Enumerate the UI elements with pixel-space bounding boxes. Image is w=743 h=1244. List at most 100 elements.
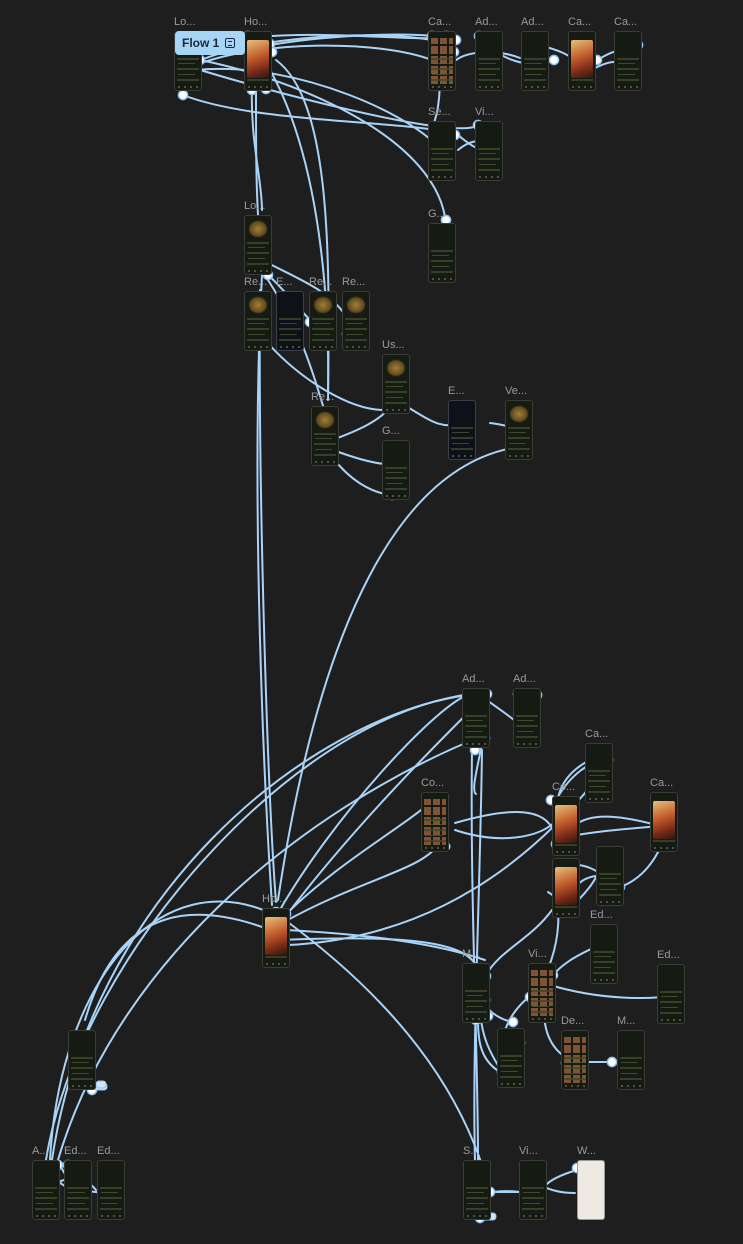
frame-label[interactable]: Ve...	[505, 385, 528, 397]
frame-label[interactable]: Vi...	[475, 106, 494, 118]
frame-label[interactable]: Re...	[342, 276, 366, 288]
frame-label[interactable]: Vi...	[528, 948, 547, 960]
frame-label[interactable]: Vi...	[519, 1145, 538, 1157]
connector-line[interactable]	[195, 44, 433, 66]
connector-line[interactable]	[182, 94, 456, 136]
connector-line[interactable]	[250, 84, 263, 211]
connector-line[interactable]	[199, 59, 447, 226]
frame-label[interactable]: Ca...	[568, 16, 592, 28]
frame-label[interactable]: Ad...	[513, 673, 536, 685]
frame-thumbnail[interactable]	[561, 1030, 589, 1090]
frame-label[interactable]: Ed...	[97, 1145, 120, 1157]
frame-thumbnail[interactable]	[505, 400, 533, 460]
frame-thumbnail[interactable]	[590, 924, 618, 984]
frame-label[interactable]: Lo...	[174, 16, 196, 28]
frame-label[interactable]: Ca...	[428, 16, 452, 28]
frame-label[interactable]: S...	[463, 1145, 480, 1157]
frame-thumbnail[interactable]	[342, 291, 370, 351]
frame-label[interactable]: Ho...	[244, 16, 268, 28]
frame-thumbnail[interactable]	[448, 400, 476, 460]
connector-line[interactable]	[454, 811, 553, 829]
frame-label[interactable]: Ad...	[521, 16, 544, 28]
frame-label[interactable]: Re...	[309, 276, 333, 288]
connector-line[interactable]	[283, 845, 438, 923]
frame-thumbnail[interactable]	[462, 963, 490, 1023]
connector-line[interactable]	[279, 799, 434, 921]
frame-thumbnail[interactable]	[617, 1030, 645, 1090]
flow-starting-point[interactable]: Flow 1	[175, 31, 245, 55]
connector-handle[interactable]	[177, 89, 189, 101]
frame-thumbnail[interactable]	[428, 121, 456, 181]
connector-line[interactable]	[485, 909, 553, 976]
connector-handle[interactable]	[606, 1056, 618, 1068]
frame-thumbnail[interactable]	[64, 1160, 92, 1220]
frame-thumbnail[interactable]	[428, 223, 456, 283]
frame-thumbnail[interactable]	[552, 858, 580, 918]
frame-thumbnail[interactable]	[309, 291, 337, 351]
frame-label[interactable]: Ad...	[462, 673, 485, 685]
frame-label[interactable]: Ca...	[614, 16, 638, 28]
frame-thumbnail[interactable]	[428, 31, 456, 91]
connector-line[interactable]	[49, 900, 276, 1161]
frame-label[interactable]: M...	[462, 948, 481, 960]
frame-label[interactable]: E...	[448, 385, 465, 397]
frame-thumbnail[interactable]	[650, 792, 678, 852]
frame-thumbnail[interactable]	[497, 1028, 525, 1088]
frame-label[interactable]: G...	[382, 425, 400, 437]
connector-line[interactable]	[261, 259, 348, 319]
connector-line[interactable]	[195, 67, 441, 151]
frame-thumbnail[interactable]	[244, 215, 272, 275]
frame-thumbnail[interactable]	[421, 792, 449, 852]
connector-line[interactable]	[276, 693, 472, 916]
frame-thumbnail[interactable]	[657, 964, 685, 1024]
frame-thumbnail[interactable]	[311, 406, 339, 466]
frame-thumbnail[interactable]	[463, 1160, 491, 1220]
frame-thumbnail[interactable]	[262, 908, 290, 968]
frame-thumbnail[interactable]	[513, 688, 541, 748]
connector-handle[interactable]	[507, 1016, 519, 1028]
frame-thumbnail[interactable]	[614, 31, 642, 91]
connector-line[interactable]	[84, 913, 284, 1021]
frame-label[interactable]: Lo...	[244, 200, 266, 212]
frame-label[interactable]: Ed...	[657, 949, 680, 961]
frame-thumbnail[interactable]	[577, 1160, 605, 1220]
frame-label[interactable]: G...	[428, 208, 446, 220]
connector-line[interactable]	[258, 289, 277, 903]
connector-line[interactable]	[264, 339, 385, 411]
frame-label[interactable]: Re...	[244, 276, 268, 288]
frame-thumbnail[interactable]	[462, 688, 490, 748]
frame-thumbnail[interactable]	[519, 1160, 547, 1220]
frame-thumbnail[interactable]	[276, 291, 304, 351]
frame-thumbnail[interactable]	[585, 743, 613, 803]
connector-line[interactable]	[256, 274, 273, 906]
frame-label[interactable]: Ca...	[650, 777, 674, 789]
frame-thumbnail[interactable]	[244, 291, 272, 351]
connector-line[interactable]	[199, 69, 479, 130]
frame-label[interactable]: Co...	[552, 781, 576, 793]
frame-thumbnail[interactable]	[596, 846, 624, 906]
frame-label[interactable]: De...	[561, 1015, 585, 1027]
connector-line[interactable]	[544, 1169, 578, 1187]
frame-thumbnail[interactable]	[475, 31, 503, 91]
frame-thumbnail[interactable]	[244, 31, 272, 91]
frame-thumbnail[interactable]	[68, 1030, 96, 1090]
frame-thumbnail[interactable]	[568, 31, 596, 91]
frame-thumbnail[interactable]	[382, 440, 410, 500]
frame-label[interactable]: Ad...	[475, 16, 498, 28]
frame-label[interactable]: Ho...	[262, 893, 286, 905]
frame-thumbnail[interactable]	[528, 963, 556, 1023]
frame-label[interactable]: W...	[577, 1145, 596, 1157]
frame-thumbnail[interactable]	[32, 1160, 60, 1220]
connector-line[interactable]	[277, 447, 513, 901]
frame-label[interactable]: M...	[617, 1015, 636, 1027]
frame-thumbnail[interactable]	[521, 31, 549, 91]
frame-label[interactable]: E...	[276, 276, 293, 288]
frame-label[interactable]: Ed...	[64, 1145, 87, 1157]
connector-handle[interactable]	[548, 54, 560, 66]
connector-line[interactable]	[285, 929, 486, 961]
frame-label[interactable]: Re...	[311, 391, 335, 403]
frame-label[interactable]: Us...	[382, 339, 405, 351]
frame-label[interactable]: Se...	[428, 106, 451, 118]
frame-label[interactable]: Co...	[421, 777, 445, 789]
